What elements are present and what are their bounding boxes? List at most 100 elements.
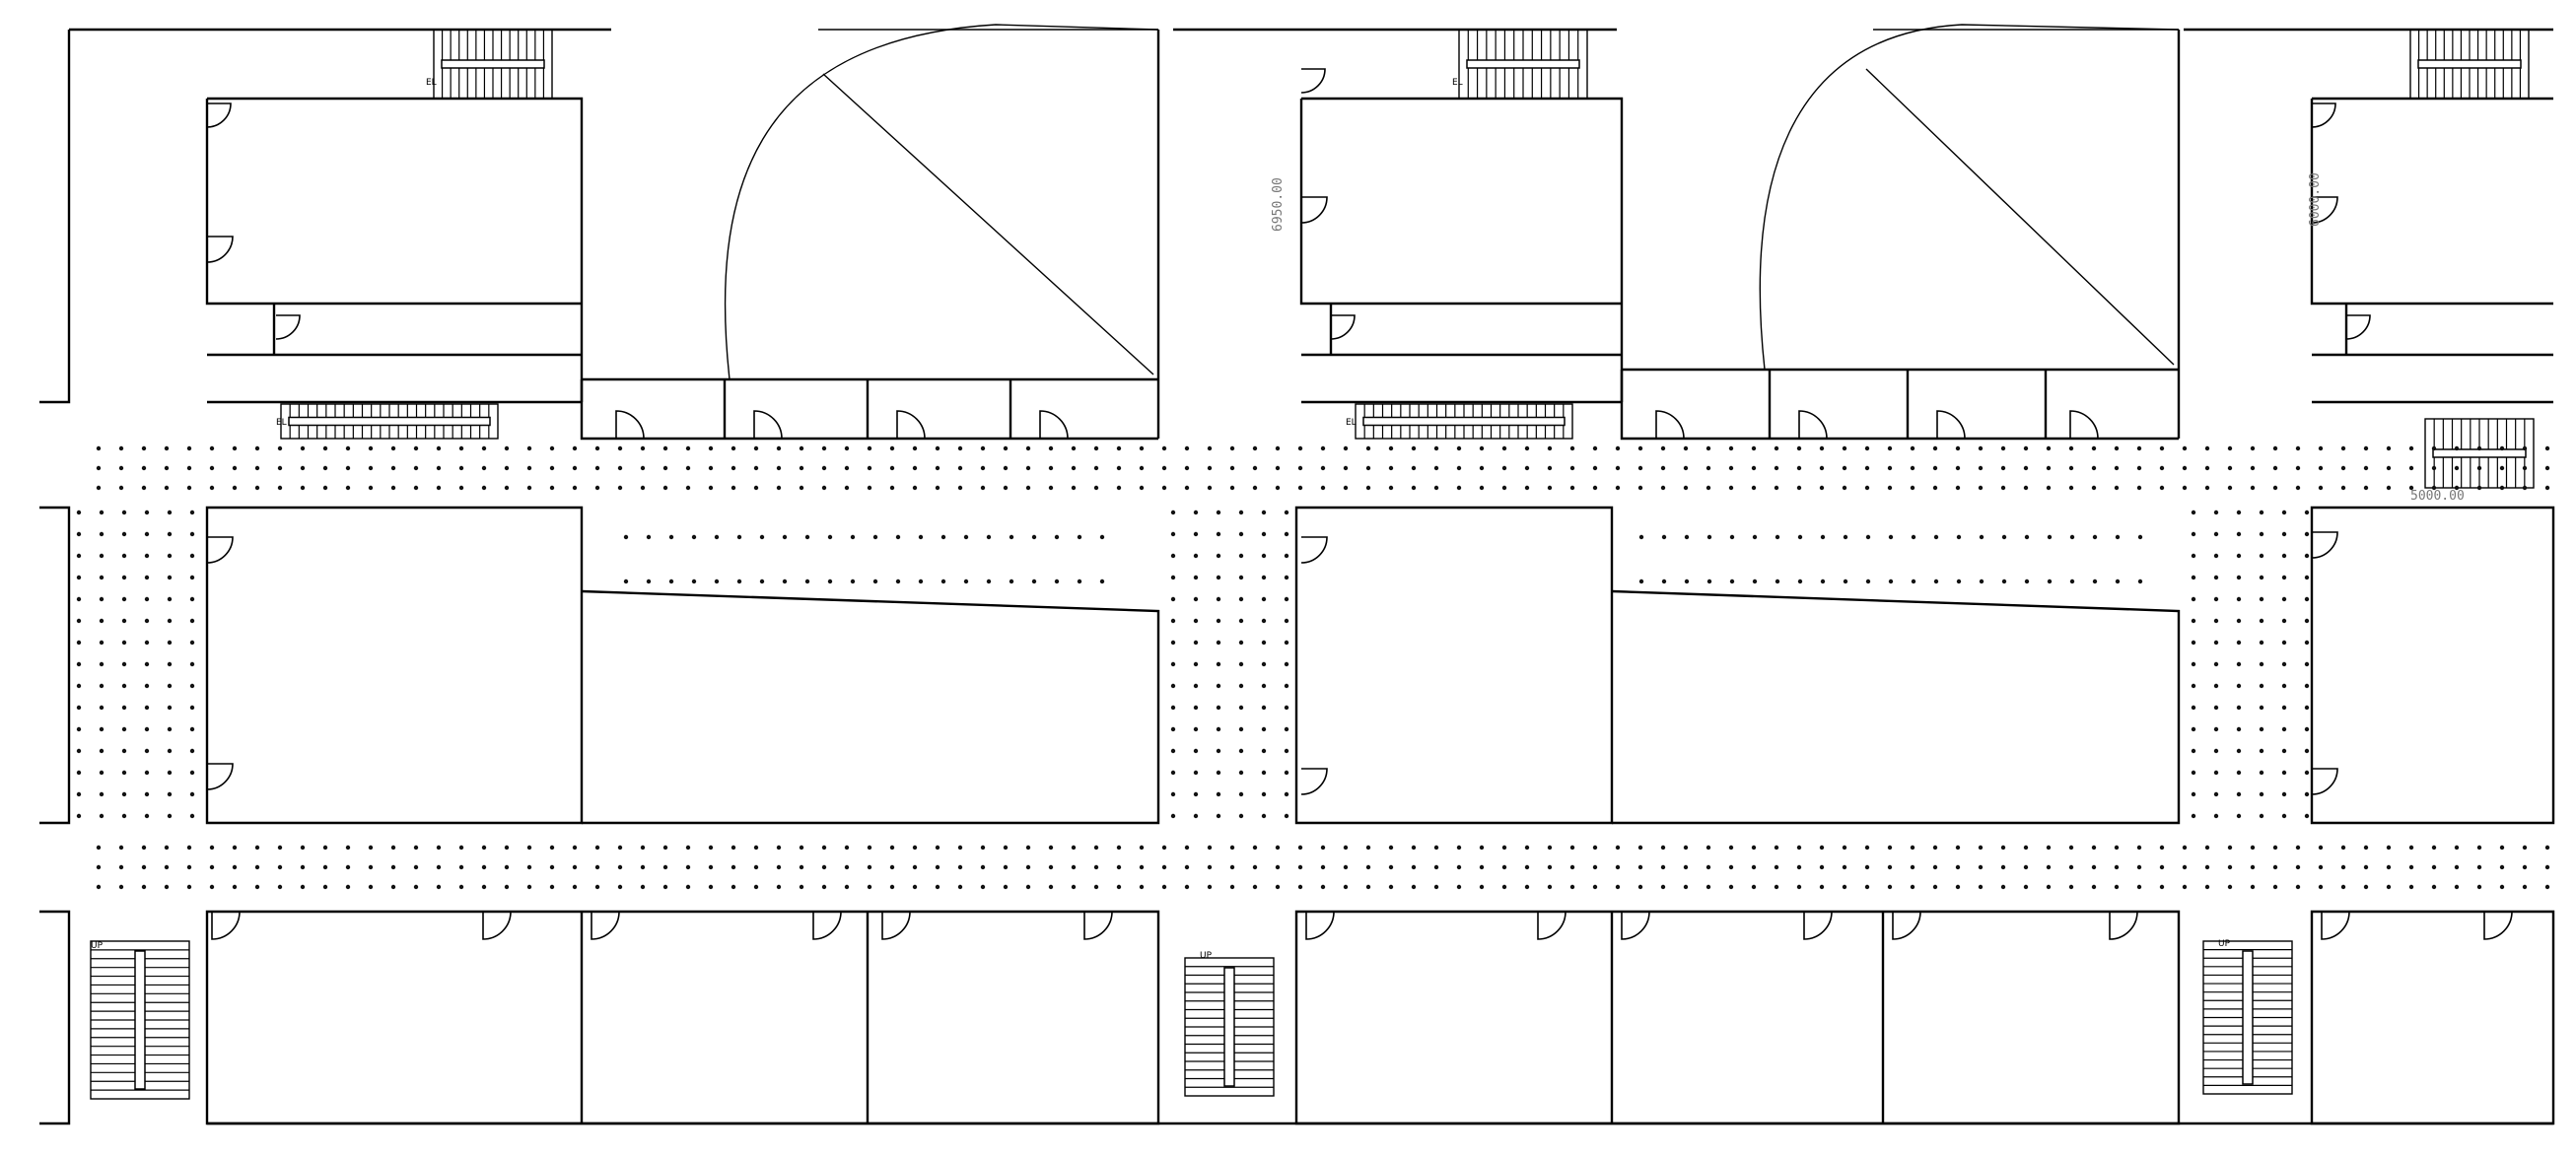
column-dot	[1297, 884, 1303, 890]
column-dot	[1261, 705, 1267, 711]
column-dot	[2114, 445, 2120, 451]
upper-block-1	[39, 24, 1160, 441]
column-dot	[2236, 661, 2242, 667]
column-dot	[1706, 445, 1711, 451]
column-dot	[121, 640, 127, 646]
column-dot	[121, 748, 127, 754]
column-dot	[141, 864, 147, 870]
column-dot	[2281, 813, 2287, 819]
column-dot	[2318, 884, 2324, 890]
column-dot	[1297, 445, 1303, 451]
column-dot	[1479, 864, 1485, 870]
column-dot	[2236, 705, 2242, 711]
column-dot	[458, 485, 464, 491]
column-dot	[2000, 445, 2006, 451]
column-dot	[2250, 445, 2256, 451]
column-dot	[2386, 445, 2392, 451]
column-dot	[1637, 845, 1643, 850]
column-dot	[167, 705, 173, 711]
column-dot	[1365, 845, 1371, 850]
column-dot	[1261, 748, 1267, 754]
column-dot	[2281, 618, 2287, 624]
column-dot	[2499, 445, 2505, 451]
column-dot	[76, 813, 82, 819]
column-dot	[209, 884, 215, 890]
column-dot	[1170, 683, 1176, 689]
column-dot	[2281, 791, 2287, 797]
column-dot	[1261, 661, 1267, 667]
column-dot	[96, 884, 102, 890]
column-dot	[753, 884, 759, 890]
stair-label-5: UP	[91, 941, 104, 951]
column-dot	[980, 485, 986, 491]
column-dot	[1775, 578, 1780, 584]
column-dot	[2281, 510, 2287, 515]
column-dot	[1660, 864, 1666, 870]
column-dot	[2250, 864, 2256, 870]
column-dot	[594, 485, 600, 491]
column-dot	[2499, 884, 2505, 890]
column-dot	[708, 445, 714, 451]
column-dot	[368, 864, 374, 870]
column-dot	[1864, 445, 1870, 451]
column-dot	[1456, 864, 1462, 870]
column-dot	[1025, 845, 1031, 850]
column-dot	[1501, 845, 1507, 850]
column-dot	[164, 864, 170, 870]
column-dot	[1343, 445, 1349, 451]
column-dot	[1216, 726, 1221, 732]
dimension-label-3: 5000.00	[2410, 489, 2465, 504]
column-dot	[167, 531, 173, 537]
column-dot	[1569, 845, 1575, 850]
door-swing-icon	[2311, 102, 2336, 128]
column-dot	[2114, 845, 2120, 850]
column-dot	[2304, 726, 2310, 732]
column-dot	[186, 845, 192, 850]
column-dot	[1099, 578, 1105, 584]
column-dot	[691, 534, 697, 540]
column-dot	[1774, 465, 1779, 471]
column-dot	[1888, 578, 1894, 584]
column-dot	[1261, 531, 1267, 537]
column-dot	[1456, 884, 1462, 890]
column-dot	[821, 485, 827, 491]
column-dot	[799, 864, 804, 870]
column-dot	[2386, 884, 2392, 890]
column-dot	[1284, 640, 1289, 646]
column-dot	[189, 683, 195, 689]
column-dot	[322, 845, 328, 850]
column-dot	[1592, 465, 1598, 471]
column-dot	[1933, 534, 1939, 540]
column-dot	[322, 884, 328, 890]
column-dot	[1978, 864, 1984, 870]
column-dot	[2191, 791, 2196, 797]
column-dot	[2114, 864, 2120, 870]
column-dot	[1683, 845, 1689, 850]
column-dot	[731, 485, 736, 491]
column-dot	[753, 445, 759, 451]
column-dot	[2213, 726, 2219, 732]
column-dot	[526, 485, 532, 491]
column-dot	[141, 465, 147, 471]
column-dot	[186, 445, 192, 451]
column-dot	[277, 485, 283, 491]
column-dot	[1752, 534, 1758, 540]
column-dot	[2408, 445, 2414, 451]
upper-block-3	[2184, 28, 2553, 404]
column-dot	[2000, 864, 2006, 870]
column-dot	[2092, 534, 2098, 540]
column-dot	[1910, 845, 1915, 850]
column-dot	[2001, 578, 2007, 584]
column-dot	[1547, 445, 1553, 451]
column-dot	[1284, 661, 1289, 667]
column-dot	[2454, 445, 2460, 451]
column-dot	[1320, 884, 1326, 890]
column-dot	[1320, 845, 1326, 850]
column-dot	[2114, 465, 2120, 471]
column-dot	[1193, 531, 1199, 537]
column-dot	[1524, 845, 1530, 850]
column-dot	[2408, 485, 2414, 491]
column-dot	[300, 445, 306, 451]
column-dot	[1932, 864, 1938, 870]
column-dot	[1910, 884, 1915, 890]
